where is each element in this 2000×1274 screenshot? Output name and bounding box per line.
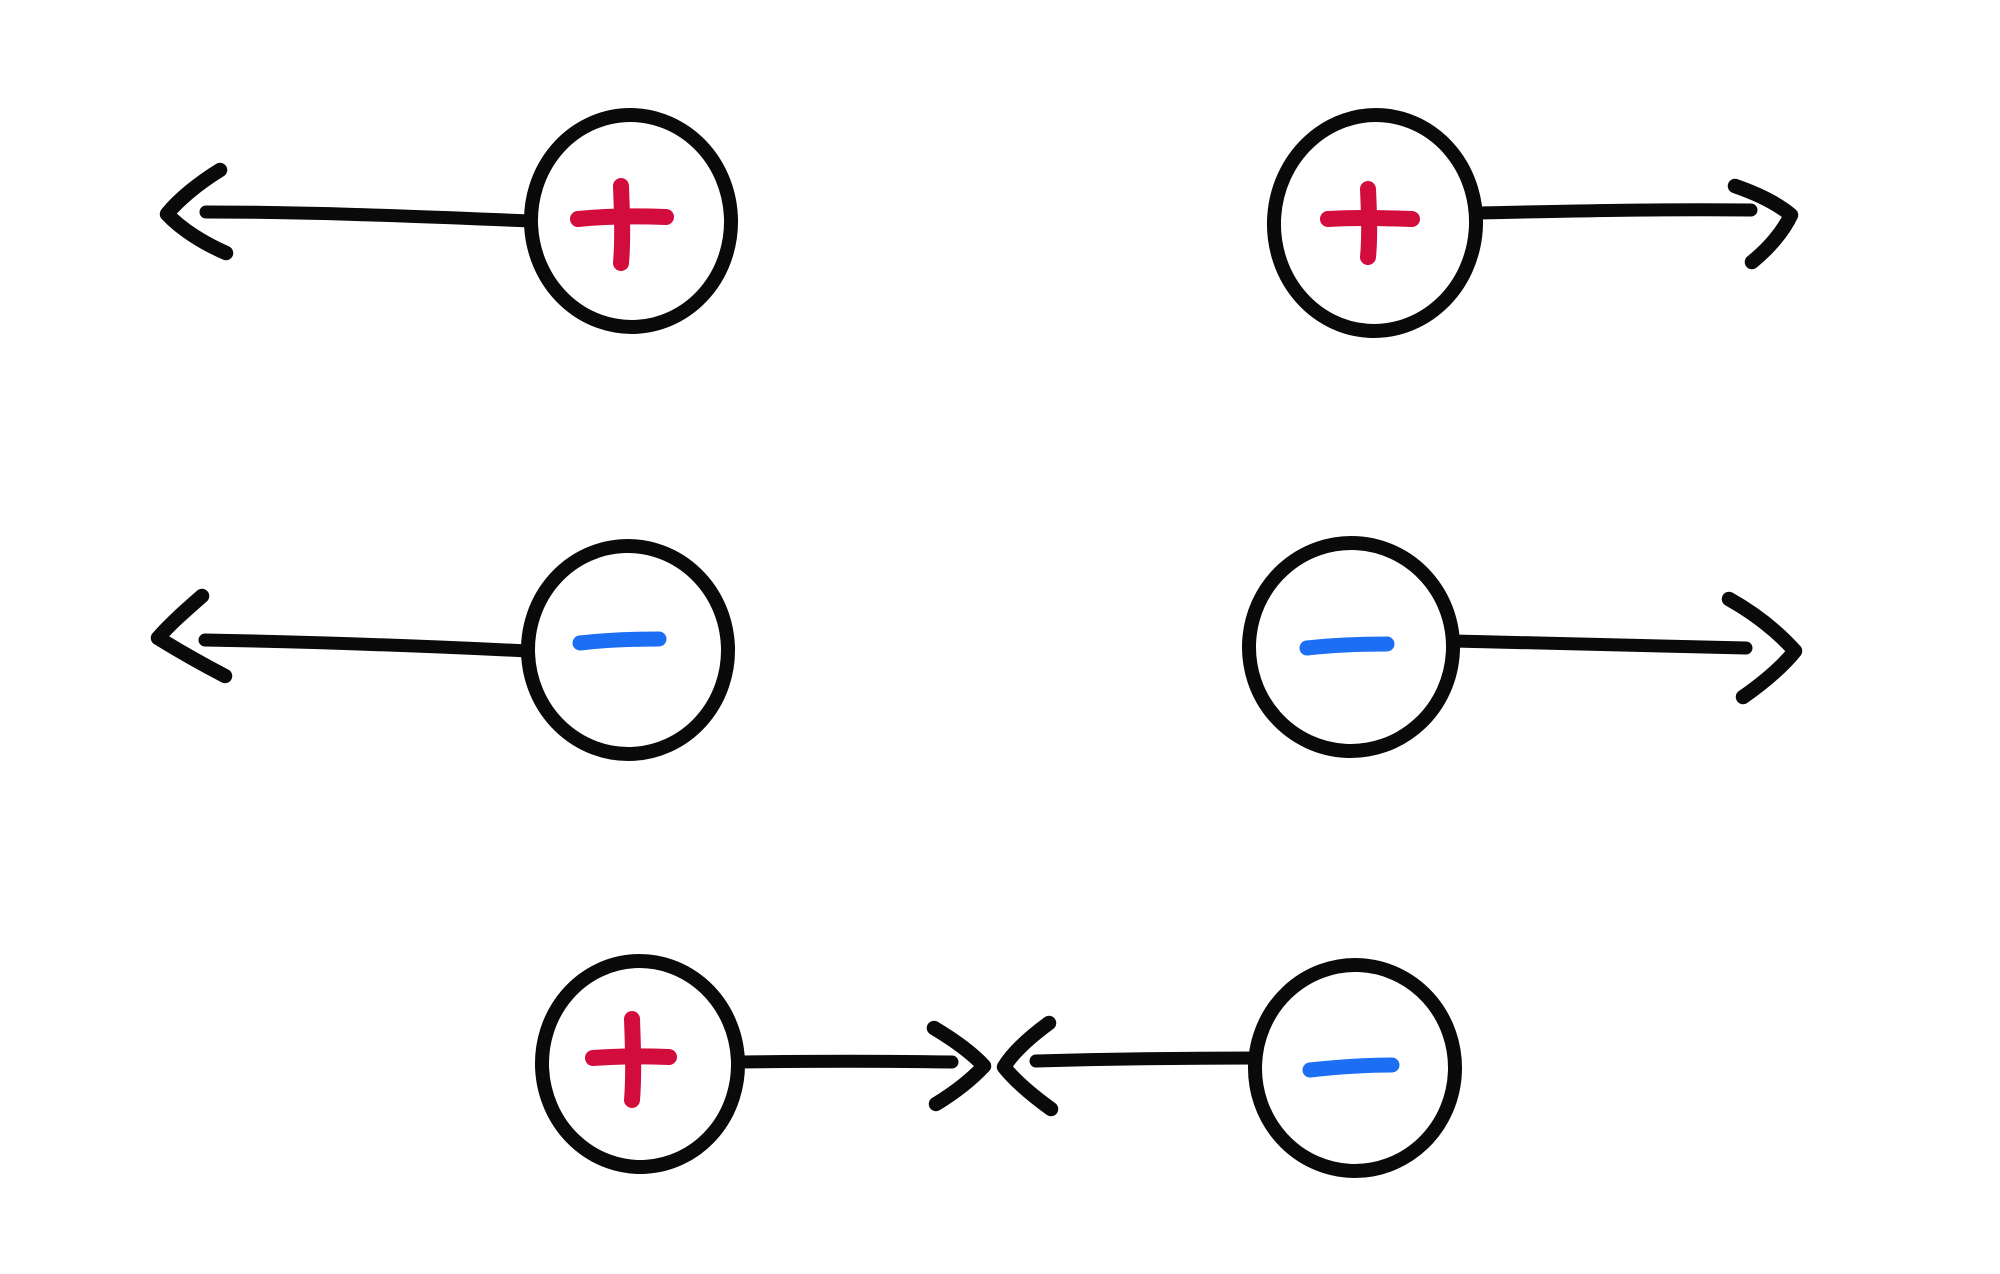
arrow-shaft [1447, 634, 1753, 655]
force-arrow-toward-right [732, 1020, 992, 1112]
plus-icon [1320, 181, 1420, 265]
charge-circle [1241, 536, 1461, 758]
negative-charge-right [1247, 958, 1463, 1178]
arrow-shaft [198, 633, 535, 658]
arrowhead-left-icon [996, 1015, 1059, 1117]
arrowhead-left-icon [159, 162, 234, 261]
minus-icon [1299, 636, 1395, 656]
row-positive-positive-repulsion [159, 108, 1799, 338]
negative-charge-right [1241, 536, 1461, 758]
positive-charge-left [534, 954, 746, 1174]
force-arrow-left [150, 588, 535, 684]
charge-circle [520, 539, 736, 761]
row-negative-negative-repulsion [150, 536, 1803, 761]
arrowhead-right-icon [1721, 591, 1803, 705]
plus-icon [585, 1011, 677, 1108]
minus-icon [572, 631, 667, 651]
plus-icon [570, 178, 674, 271]
row-positive-negative-attraction [534, 954, 1463, 1178]
positive-charge-right [1266, 108, 1484, 338]
minus-icon [1302, 1057, 1400, 1078]
positive-charge-left [523, 108, 739, 334]
force-arrow-right [1447, 591, 1803, 705]
force-arrow-toward-left [996, 1015, 1263, 1117]
force-arrow-left [159, 162, 538, 261]
force-arrow-right [1470, 178, 1799, 270]
arrowhead-right-icon [1727, 178, 1799, 270]
charge-circle [523, 108, 739, 334]
arrow-shaft [1029, 1051, 1263, 1068]
charge-circle [1266, 108, 1484, 338]
charge-circle [1247, 958, 1463, 1178]
arrow-shaft [1470, 203, 1758, 220]
negative-charge-left [520, 539, 736, 761]
arrow-shaft [732, 1054, 959, 1069]
arrowhead-right-icon [926, 1020, 992, 1112]
arrowhead-left-icon [150, 588, 233, 684]
arrow-shaft [199, 205, 538, 228]
